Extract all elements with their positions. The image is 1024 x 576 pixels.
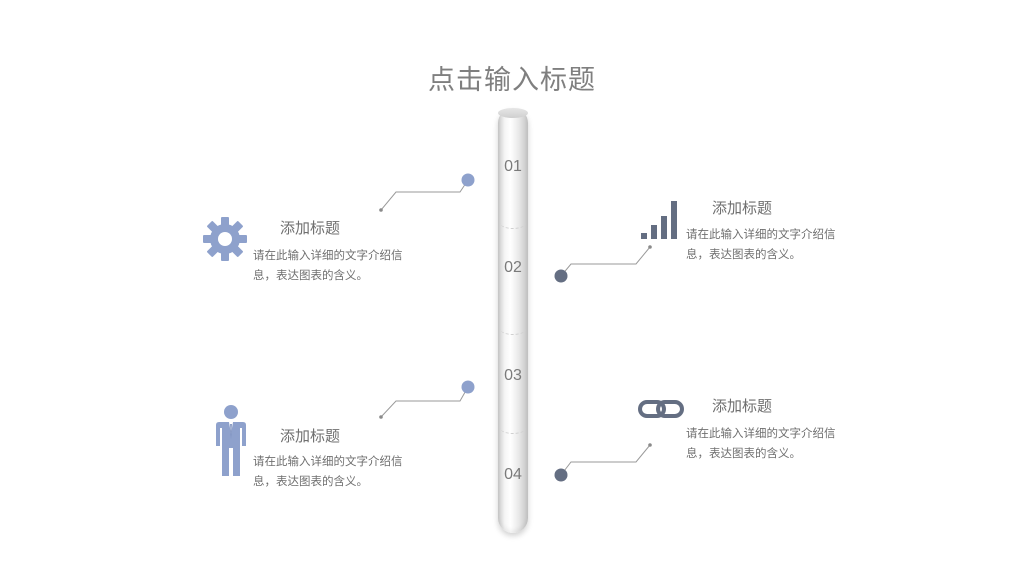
person-icon	[216, 405, 246, 476]
connector-03	[380, 386, 469, 418]
link-icon	[638, 400, 684, 418]
step-01-heading[interactable]: 添加标题	[280, 219, 341, 237]
step-02-heading[interactable]: 添加标题	[712, 199, 773, 217]
connector-04-end	[648, 443, 652, 447]
connector-02-dot	[554, 269, 568, 283]
connector-03-dot	[461, 380, 475, 394]
step-01-description[interactable]: 请在此输入详细的文字介绍信息，表达图表的含义。	[253, 248, 403, 282]
step-04-description[interactable]: 请在此输入详细的文字介绍信息，表达图表的含义。	[686, 426, 836, 460]
page-title[interactable]: 点击输入标题	[428, 65, 596, 96]
gear-icon	[203, 217, 247, 261]
connector-01-end	[379, 208, 383, 212]
bar-chart-icon	[641, 201, 677, 239]
connector-04	[560, 444, 651, 476]
connector-01	[380, 179, 469, 211]
segment-divider	[500, 324, 526, 335]
connector-02-end	[648, 245, 652, 249]
connector-01-dot	[461, 173, 475, 187]
segment-divider	[500, 218, 526, 229]
connector-03-end	[379, 415, 383, 419]
step-03-description[interactable]: 请在此输入详细的文字介绍信息，表达图表的含义。	[253, 454, 403, 488]
connector-04-dot	[554, 468, 568, 482]
step-03-heading[interactable]: 添加标题	[280, 427, 341, 445]
timeline-cylinder: 01 02 03 04	[498, 108, 528, 533]
step-number-01: 01	[504, 158, 522, 175]
step-number-03: 03	[504, 367, 522, 384]
step-02-description[interactable]: 请在此输入详细的文字介绍信息，表达图表的含义。	[686, 227, 836, 261]
segment-divider	[500, 423, 526, 434]
step-number-04: 04	[504, 466, 522, 483]
cylinder-cap	[498, 108, 528, 118]
step-number-02: 02	[504, 259, 522, 276]
connector-02	[560, 246, 651, 277]
step-04-heading[interactable]: 添加标题	[712, 397, 773, 415]
